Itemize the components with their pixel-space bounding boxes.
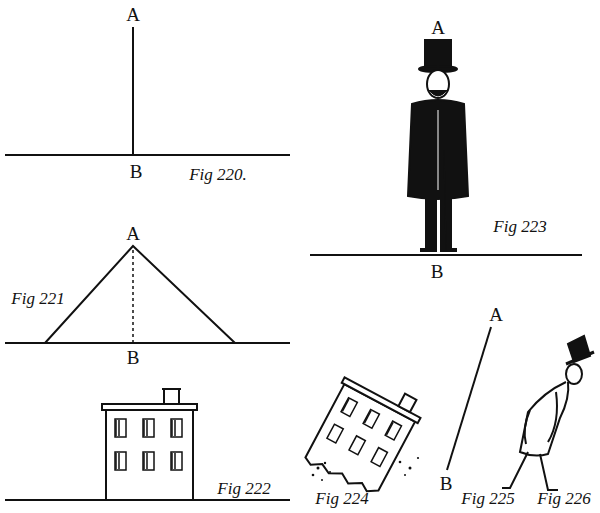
ground-line (5, 342, 290, 344)
point-label: B (440, 474, 453, 493)
point-label: B (127, 348, 140, 367)
figure-caption: Fig 225 (461, 490, 514, 507)
triangle-sides (45, 246, 235, 343)
slanted-line (447, 327, 491, 470)
dotted-perpendicular (132, 250, 134, 342)
figure-caption: Fig 224 (315, 490, 368, 507)
falling-house (301, 365, 427, 500)
point-label: B (130, 162, 143, 181)
figure-caption: Fig 226 (537, 490, 590, 507)
ground-line (310, 254, 582, 256)
point-label: B (431, 262, 444, 281)
standing-man (408, 40, 468, 250)
figure-caption: Fig 221 (11, 290, 64, 307)
debris (312, 457, 419, 481)
point-label: A (126, 224, 140, 243)
figure-caption: Fig 223 (493, 218, 546, 235)
leaning-man (502, 336, 594, 490)
point-label: A (126, 5, 140, 24)
point-label: A (489, 305, 503, 324)
point-label: A (431, 18, 445, 37)
house-drawing (102, 389, 197, 500)
ground-line (5, 154, 290, 156)
figure-caption: Fig 222 (217, 480, 270, 497)
figure-caption: Fig 220. (189, 166, 247, 183)
vertical-line (132, 27, 134, 155)
